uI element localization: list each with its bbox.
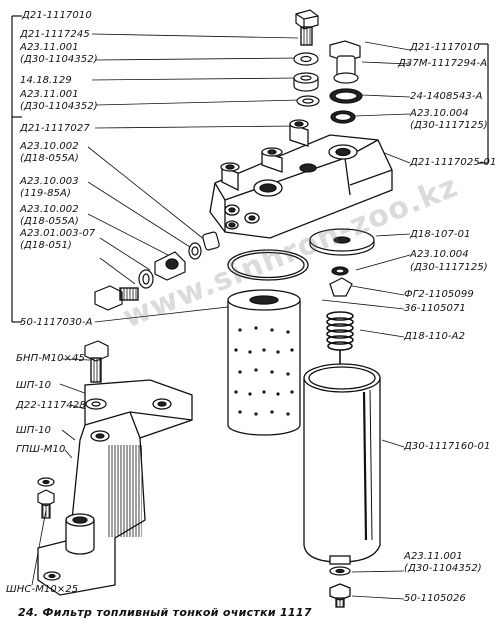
part-label: Д22-1117428 <box>16 400 86 411</box>
top-bolt <box>295 9 319 46</box>
part-label: БНП-М10×45 <box>16 353 85 364</box>
part-label: А23.10.004 <box>410 108 469 119</box>
part-label: Д21-1117010 <box>410 42 480 53</box>
part-label: Д37М-1117294-А <box>398 58 488 69</box>
part-label: (119-85А) <box>20 188 71 199</box>
part-label: (Д18-055А) <box>20 216 79 227</box>
part-label: Д21-1117245 <box>20 29 90 40</box>
top-disc <box>309 228 375 256</box>
part-label: ГПШ-М10 <box>16 444 66 455</box>
part-label: Д21-1117010 <box>22 10 92 21</box>
part-label: А23.11.001 <box>20 42 79 53</box>
part-label: 24-1408543-А <box>410 91 483 102</box>
part-label: А23.11.001 <box>404 551 463 562</box>
part-label: 14.18.129 <box>20 75 72 86</box>
part-label: (Д30-1104352) <box>20 101 98 112</box>
part-label: Д18-107-01 <box>410 229 471 240</box>
part-label: (Д30-1104352) <box>20 54 98 65</box>
part-label: А23.10.002 <box>20 141 79 152</box>
inlet-fitting-parts <box>94 231 220 311</box>
part-label: (Д30-1117125) <box>410 262 488 273</box>
part-label: ФГ2-1105099 <box>404 289 474 300</box>
part-label: ШНС-М10×25 <box>6 584 79 595</box>
part-label: Д18-110-А2 <box>404 331 466 342</box>
part-label: ШП-10 <box>16 425 52 436</box>
part-label: Д30-1117160-01 <box>404 441 491 452</box>
part-label: А23.10.003 <box>20 176 79 187</box>
spring <box>326 311 354 372</box>
small-seal-fitting <box>329 266 353 297</box>
figure-caption: 24. Фильтр топливный тонкой очистки 1117 <box>18 606 312 619</box>
part-label: А23.10.004 <box>410 249 469 260</box>
part-label: Д21-1117027 <box>20 123 90 134</box>
part-label: (Д30-1104352) <box>404 563 482 574</box>
part-label: А23.10.002 <box>20 204 79 215</box>
part-label: (Д18-055А) <box>20 153 79 164</box>
filter-bowl <box>303 363 381 608</box>
filter-head <box>209 119 393 239</box>
part-label: 36-1105071 <box>404 303 466 314</box>
part-label: А23.01.003-07 <box>20 228 96 239</box>
part-label: ШП-10 <box>16 380 52 391</box>
part-label: 50-1105026 <box>404 593 466 604</box>
mounting-bracket <box>37 379 193 596</box>
part-label: (Д30-1117125) <box>410 120 488 131</box>
part-label: Д21-1117025-01 <box>410 157 497 168</box>
plug-and-rings <box>329 40 363 124</box>
part-label: (Д18-051) <box>20 240 72 251</box>
part-label: 50-1117030-А <box>20 317 93 328</box>
housing-gasket <box>227 249 309 281</box>
washers-stack <box>293 52 320 107</box>
bracket-hardware <box>37 340 109 519</box>
part-label: А23.11.001 <box>20 89 79 100</box>
filter-element <box>227 289 301 436</box>
